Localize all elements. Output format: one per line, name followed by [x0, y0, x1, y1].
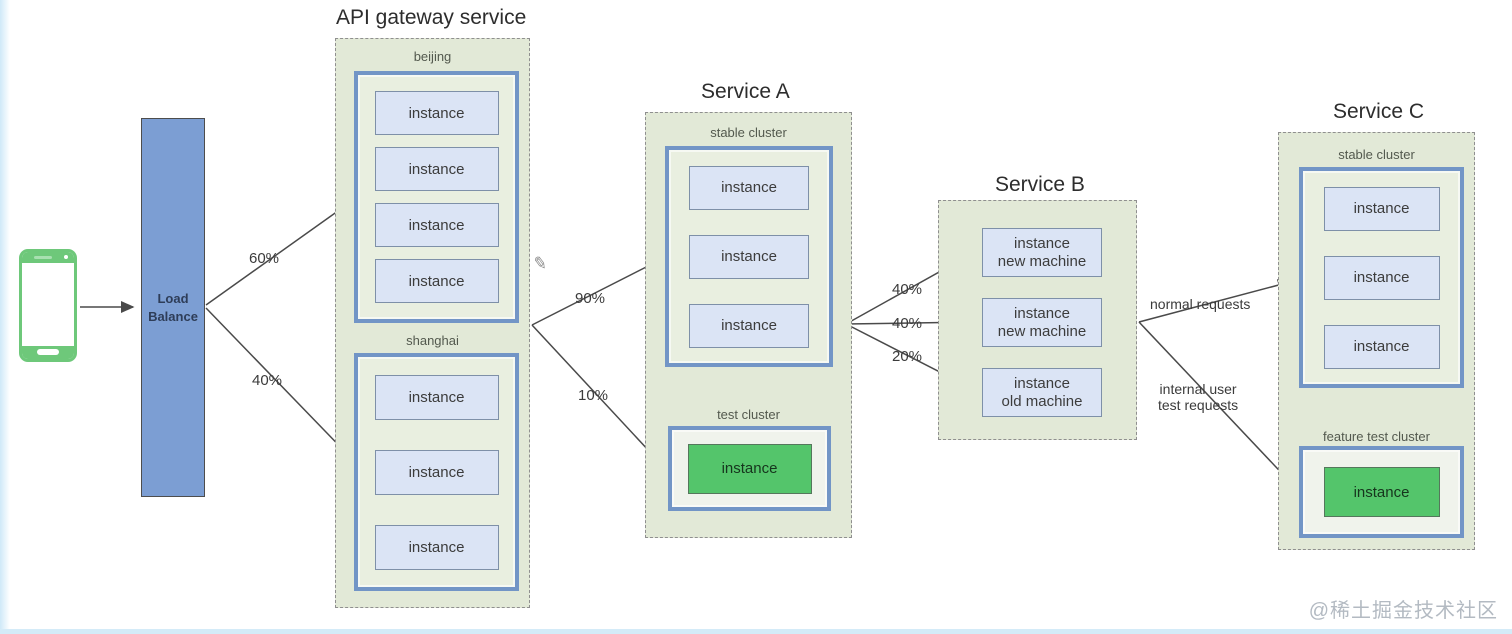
instance-box: instance — [1323, 324, 1440, 369]
phone-camera-dot — [64, 255, 68, 259]
edge-label-90pct: 90% — [575, 290, 606, 307]
edge-label-normal-requests: normal requests — [1150, 296, 1251, 312]
service-b-title: Service B — [995, 173, 1085, 196]
service-a-test-cluster: instance — [668, 426, 831, 511]
instance-box: instance — [374, 259, 499, 303]
edge-label-20pct: 20% — [892, 348, 923, 365]
shanghai-cluster: instance instance instance — [354, 353, 519, 591]
load-balancer-node: Load Balance — [141, 118, 205, 497]
instance-box: instance — [689, 234, 809, 279]
instance-old-machine-box: instance old machine — [982, 368, 1102, 417]
service-c-title: Service C — [1333, 100, 1425, 123]
service-c-stable-cluster: instance instance instance — [1299, 167, 1464, 388]
instance-box: instance — [689, 165, 809, 210]
service-a-title: Service A — [701, 80, 790, 103]
edge-label-10pct: 10% — [578, 387, 609, 404]
service-b-box: instance new machine instance new machin… — [938, 200, 1137, 440]
instance-box: instance — [374, 374, 499, 420]
service-c-feature-test-cluster: instance — [1299, 446, 1464, 538]
phone-speaker — [34, 256, 52, 259]
service-a-box: stable cluster instance instance instanc… — [645, 112, 852, 538]
instance-box: instance — [374, 449, 499, 495]
service-c-box: stable cluster instance instance instanc… — [1278, 132, 1475, 550]
api-gateway-box: beijing instance instance instance insta… — [335, 38, 530, 608]
load-balancer-label: Load Balance — [148, 290, 198, 324]
mobile-client-icon — [19, 249, 77, 362]
instance-box: instance — [374, 524, 499, 570]
left-edge-strip — [0, 0, 10, 634]
service-a-stable-cluster: instance instance instance — [665, 146, 833, 367]
pencil-cursor-icon: ✎ — [531, 253, 549, 274]
edge-label-40pct-b2: 40% — [892, 315, 923, 332]
instance-box: instance — [1323, 255, 1440, 300]
instance-box: instance — [689, 303, 809, 348]
bottom-edge-strip — [0, 629, 1512, 634]
api-gateway-title: API gateway service — [336, 6, 527, 29]
service-a-test-cluster-label: test cluster — [717, 407, 780, 422]
phone-home-button — [37, 349, 59, 355]
green-instance-box: instance — [1323, 467, 1440, 517]
beijing-cluster-label: beijing — [413, 49, 452, 64]
green-instance-box: instance — [687, 443, 812, 494]
phone-top-bar — [22, 252, 74, 263]
instance-box: instance — [1323, 186, 1440, 231]
instance-new-machine-box: instance new machine — [982, 298, 1102, 347]
edge-label-60pct: 60% — [249, 250, 280, 267]
beijing-cluster: instance instance instance instance — [354, 71, 519, 323]
edge-label-40pct-lb: 40% — [252, 372, 283, 389]
phone-bottom-bar — [22, 346, 74, 359]
instance-box: instance — [374, 147, 499, 191]
instance-new-machine-box: instance new machine — [982, 228, 1102, 277]
watermark: @稀土掘金技术社区 — [1308, 600, 1498, 622]
edge-label-internal-test-requests: internal user test requests — [1158, 381, 1239, 413]
instance-box: instance — [374, 91, 499, 135]
service-a-stable-cluster-label: stable cluster — [710, 125, 787, 140]
service-c-stable-cluster-label: stable cluster — [1338, 147, 1415, 162]
service-c-feature-test-cluster-label: feature test cluster — [1323, 429, 1430, 444]
shanghai-cluster-label: shanghai — [406, 333, 459, 348]
instance-box: instance — [374, 203, 499, 247]
edge-label-40pct-b1: 40% — [892, 281, 923, 298]
